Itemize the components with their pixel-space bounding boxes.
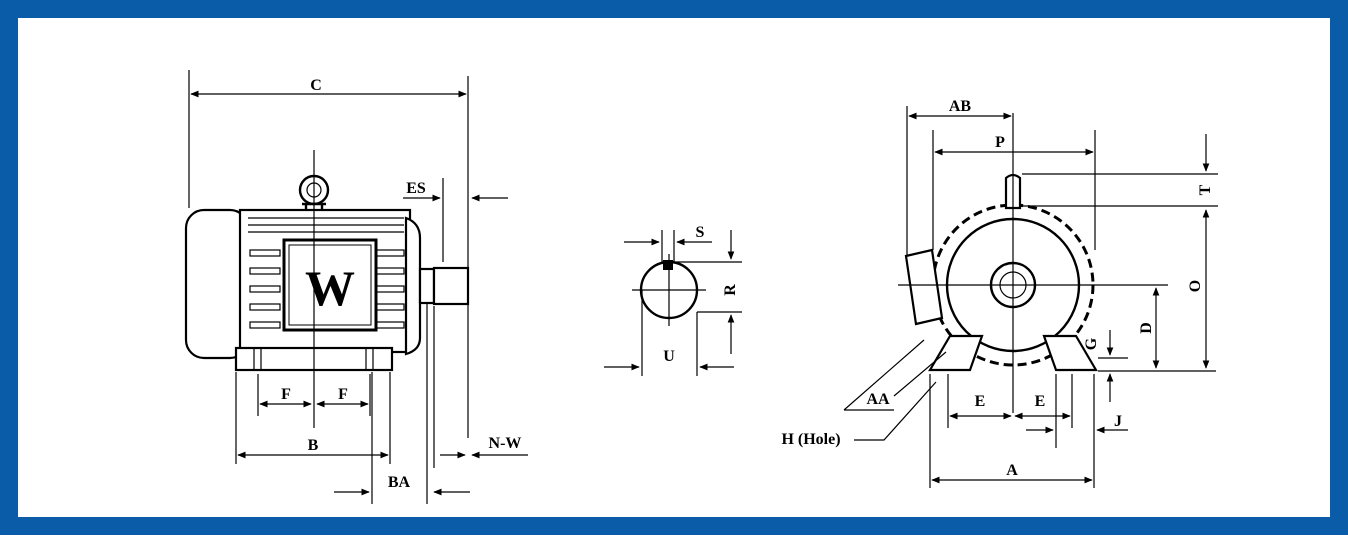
label-c: C	[310, 77, 322, 94]
keyway	[663, 260, 673, 270]
label-e1: E	[975, 393, 986, 410]
leader-hole	[854, 381, 937, 441]
drawing-frame: W C ES F F B BA N-W	[0, 0, 1348, 535]
brand-letter: W	[305, 260, 355, 316]
label-ab: AB	[949, 98, 972, 115]
label-o: O	[1187, 280, 1204, 292]
label-d: D	[1138, 322, 1155, 334]
foot-left	[928, 334, 984, 372]
shaft-section-view: S R U	[604, 224, 742, 376]
fan-cover	[184, 208, 250, 360]
label-e2: E	[1035, 393, 1046, 410]
label-f1: F	[281, 386, 291, 403]
end-view: AB P T O D G AA H (Hole) E E	[781, 98, 1218, 488]
end-centerlines	[898, 113, 1168, 413]
terminal-box	[904, 248, 944, 326]
label-u: U	[663, 348, 675, 365]
label-t: T	[1197, 184, 1214, 195]
label-aa: AA	[866, 391, 890, 408]
label-nw: N-W	[489, 435, 522, 452]
label-b: B	[308, 437, 319, 454]
side-view: W C ES F F B BA N-W	[184, 70, 528, 504]
label-ba: BA	[388, 474, 411, 491]
end-bracket	[404, 216, 422, 356]
dim-aa	[843, 339, 947, 411]
shaft-collar	[418, 267, 436, 305]
motor-dimension-drawing: W C ES F F B BA N-W	[184, 70, 1218, 504]
foot-right	[1042, 334, 1098, 372]
label-es: ES	[406, 180, 426, 197]
label-s: S	[696, 224, 705, 241]
label-g: G	[1083, 337, 1100, 350]
frame-top-ribs	[248, 217, 404, 233]
brand-badge	[282, 238, 378, 332]
label-a: A	[1006, 462, 1018, 479]
label-h: H (Hole)	[781, 431, 840, 448]
label-p: P	[995, 134, 1005, 151]
cooling-fins	[249, 249, 405, 329]
label-j: J	[1114, 413, 1122, 430]
shaft	[432, 266, 470, 306]
label-r: R	[722, 284, 739, 296]
label-f2: F	[338, 386, 348, 403]
